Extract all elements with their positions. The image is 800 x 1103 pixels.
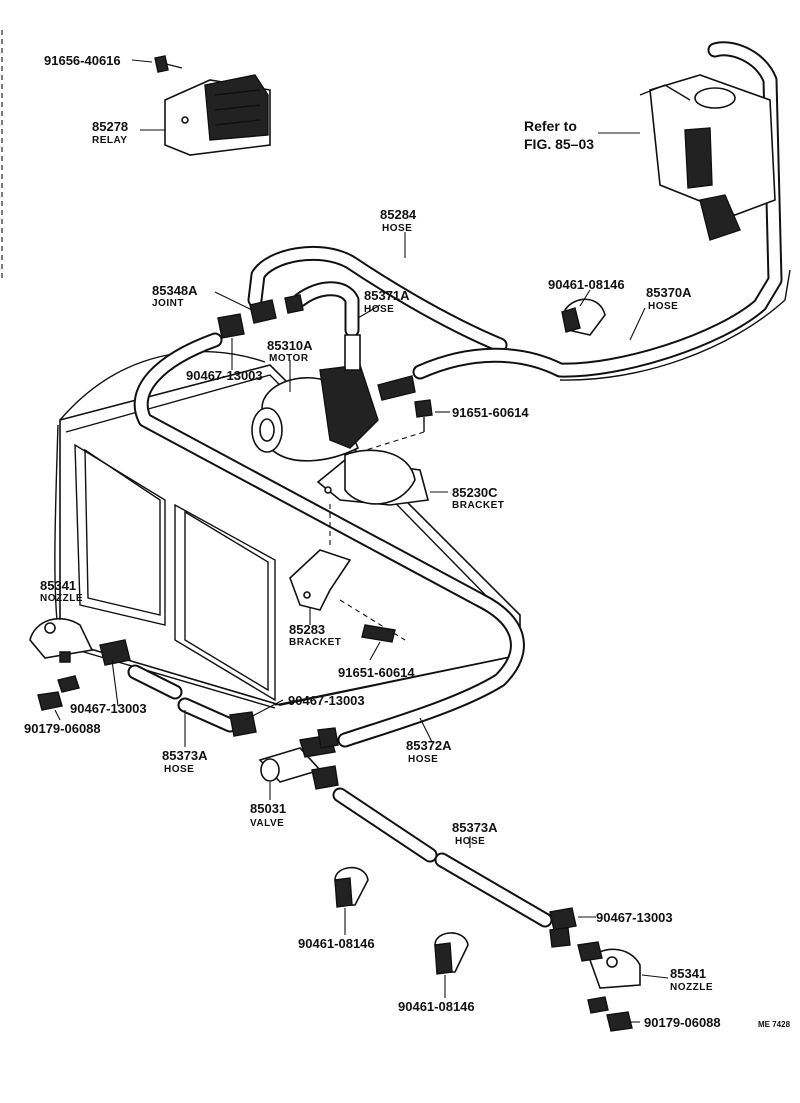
label-hose-85373a-left-name: HOSE <box>164 764 194 775</box>
relay-part <box>164 74 271 156</box>
label-nozzle-right-name: NOZZLE <box>670 982 713 993</box>
label-clip-right: 90467-13003 <box>596 910 673 925</box>
label-bracket-85230c-name: BRACKET <box>452 500 504 511</box>
screw-91656 <box>154 55 183 73</box>
label-clamp-mid: 90461-08146 <box>298 936 375 951</box>
hose-85284 <box>247 245 508 353</box>
washer-reservoir <box>639 74 776 241</box>
label-hose-85284: 85284 <box>380 207 417 222</box>
clamp-90461-mid <box>334 866 369 908</box>
label-clip-top: 90467-13003 <box>186 368 263 383</box>
label-nozzle-left-number: 85341 <box>40 578 76 593</box>
label-nut-right: 90179-06088 <box>644 1015 721 1030</box>
label-hose-85373a-left: 85373A <box>162 748 208 763</box>
label-refer-to: Refer to <box>524 118 577 134</box>
label-valve-number: 85031 <box>250 801 286 816</box>
label-bolt-top: 91651-60614 <box>452 405 529 420</box>
clip-90467-top <box>217 313 245 339</box>
label-bracket-85230c: 85230C <box>452 485 498 500</box>
nozzle-right <box>577 941 641 989</box>
hose-85371a <box>292 281 360 338</box>
joint-85348a <box>249 294 304 324</box>
label-bolt-bottom: 91651-60614 <box>338 665 415 680</box>
label-hose-85370a: 85370A <box>646 285 692 300</box>
bolt-91651-top <box>414 399 433 432</box>
label-motor-number: 85310A <box>267 338 313 353</box>
label-joint-number: 85348A <box>152 283 198 298</box>
label-refer-figure: FIG. 85–03 <box>524 136 594 152</box>
label-hose-85372a-name: HOSE <box>408 754 438 765</box>
label-clamp-bottom: 90461-08146 <box>398 999 475 1014</box>
hose-85373a-left <box>127 664 238 733</box>
motor-85310a <box>251 334 416 462</box>
label-hose-85372a: 85372A <box>406 738 452 753</box>
label-hose-85371a: 85371A <box>364 288 410 303</box>
nozzle-left <box>29 617 94 663</box>
label-clip-left: 90467-13003 <box>70 701 147 716</box>
label-hose-85284-name: HOSE <box>382 223 412 234</box>
clamp-90461-top <box>561 298 606 336</box>
label-relay-part-number: 91656-40616 <box>44 53 121 68</box>
leader-lines <box>54 59 669 1023</box>
label-nut-left: 90179-06088 <box>24 721 101 736</box>
bracket-85230c <box>316 449 430 506</box>
label-bracket-85283-name: BRACKET <box>289 637 341 648</box>
clip-90467-center <box>229 711 339 749</box>
hose-85370a <box>412 41 791 381</box>
bracket-85283 <box>289 500 352 611</box>
clip-90467-right <box>549 907 577 948</box>
clamp-90461-bottom <box>434 932 469 975</box>
nut-left <box>37 675 80 711</box>
label-nozzle-right-number: 85341 <box>670 966 706 981</box>
label-motor-name: MOTOR <box>269 353 309 364</box>
label-corner-code: ME 7428 <box>758 1020 791 1029</box>
label-clamp-top: 90461-08146 <box>548 277 625 292</box>
clip-90467-left <box>99 639 131 666</box>
label-hose-85370a-name: HOSE <box>648 301 678 312</box>
label-clip-center: 90467-13003 <box>288 693 365 708</box>
hose-85372a <box>133 332 525 748</box>
label-bracket-85283: 85283 <box>289 622 325 637</box>
label-valve-name: VALVE <box>250 818 284 829</box>
label-relay-number: 85278 <box>92 119 128 134</box>
label-hose-85373a-right: 85373A <box>452 820 498 835</box>
bolt-91651-bottom <box>339 599 406 643</box>
label-hose-85373a-right-name: HOSE <box>455 836 485 847</box>
hose-85373a-right <box>332 787 553 928</box>
nut-right <box>587 996 633 1032</box>
label-nozzle-left-name: NOZZLE <box>40 593 83 604</box>
label-hose-85371a-name: HOSE <box>364 304 394 315</box>
label-relay-name: RELAY <box>92 135 127 146</box>
label-joint-name: JOINT <box>152 298 184 309</box>
